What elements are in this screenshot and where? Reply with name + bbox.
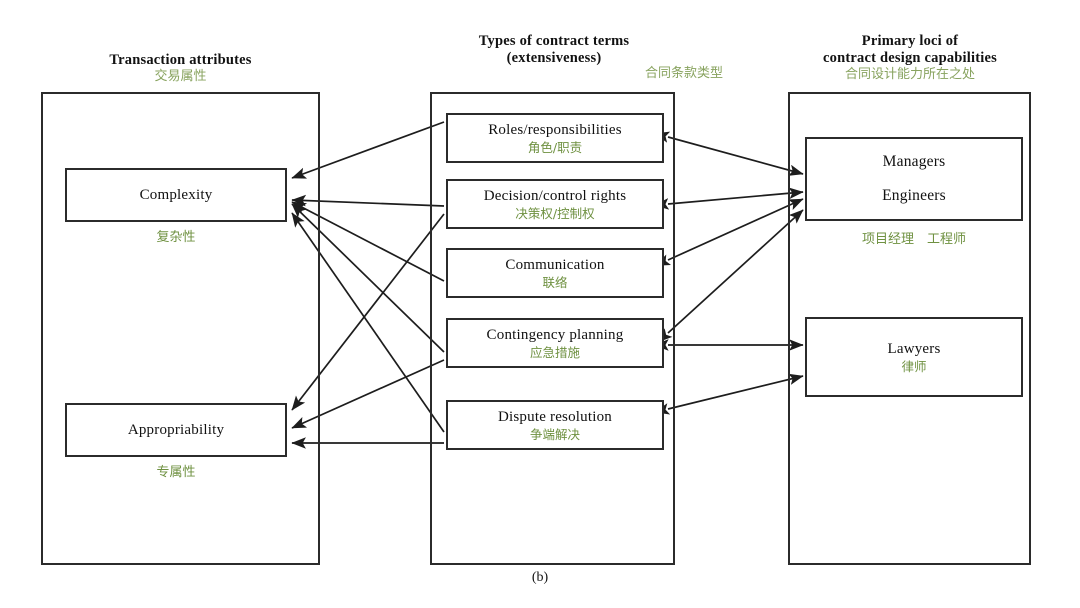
- contract-terms-header: Types of contract terms (extensiveness): [404, 33, 704, 67]
- transaction-attributes-header: Transaction attributes 交易属性: [41, 52, 320, 85]
- contract-terms-header-en-line2: (extensiveness): [506, 50, 602, 66]
- node-complexity[interactable]: Complexity: [65, 168, 287, 222]
- design-capabilities-header-zh: 合同设计能力所在之处: [844, 67, 975, 82]
- node-contingency-planning-label-zh: 应急措施: [529, 344, 580, 360]
- node-communication-label-zh: 联络: [542, 274, 568, 290]
- node-managers-label-en: Managers: [882, 153, 946, 170]
- node-appropriability-label-zh: 专属性: [156, 465, 196, 480]
- design-capabilities-header: Primary loci of contract design capabili…: [780, 33, 1040, 83]
- node-communication-label-en: Communication: [505, 256, 605, 273]
- transaction-attributes-header-zh: 交易属性: [154, 69, 207, 84]
- arrow-roles-managers: [654, 131, 804, 176]
- node-decision-control-rights-label-zh: 决策权/控制权: [515, 205, 595, 221]
- arrow-communication-to-complexity: [291, 201, 445, 282]
- contract-terms-header-en-line1: Types of contract terms: [478, 33, 630, 49]
- node-complexity-label-en: Complexity: [139, 186, 213, 203]
- node-lawyers-label-en: Lawyers: [887, 340, 941, 357]
- arrow-contingency-managers: [657, 209, 804, 343]
- node-complexity-label-zh: 复杂性: [156, 230, 196, 245]
- design-capabilities-header-en-line1: Primary loci of: [861, 33, 959, 49]
- node-managers-engineers[interactable]: Managers Engineers: [805, 137, 1023, 221]
- node-decision-control-rights-label-en: Decision/control rights: [483, 187, 627, 204]
- node-dispute-resolution-label-zh: 争端解决: [529, 426, 580, 442]
- node-roles-responsibilities-label-en: Roles/responsibilities: [488, 121, 622, 138]
- node-appropriability-label-en: Appropriability: [127, 421, 225, 438]
- arrow-decision-managers: [654, 187, 804, 210]
- node-communication[interactable]: Communication 联络: [446, 248, 664, 298]
- arrow-dispute-to-complexity: [291, 212, 445, 433]
- node-roles-responsibilities[interactable]: Roles/responsibilities 角色/职责: [446, 113, 664, 163]
- node-lawyers-label-zh: 律师: [901, 358, 927, 374]
- node-dispute-resolution[interactable]: Dispute resolution 争端解决: [446, 400, 664, 450]
- node-decision-control-rights[interactable]: Decision/control rights 决策权/控制权: [446, 179, 664, 229]
- node-managers-engineers-label-zh: 项目经理 工程师: [861, 232, 966, 247]
- transaction-attributes-container: [41, 92, 320, 565]
- node-contingency-planning[interactable]: Contingency planning 应急措施: [446, 318, 664, 368]
- node-contingency-planning-label-en: Contingency planning: [486, 326, 624, 343]
- contract-terms-header-zh: 合同条款类型: [645, 66, 724, 81]
- arrow-contingency-to-complexity: [291, 203, 445, 353]
- arrow-decision-to-complexity: [291, 194, 445, 207]
- design-capabilities-header-en-line2: contract design capabilities: [823, 50, 997, 66]
- arrow-decision-to-appropriability: [291, 213, 445, 411]
- arrow-contingency-to-appropriability: [291, 359, 445, 429]
- figure-caption: (b): [531, 570, 549, 585]
- node-dispute-resolution-label-en: Dispute resolution: [497, 408, 612, 425]
- transaction-attributes-header-en: Transaction attributes: [109, 52, 252, 68]
- arrow-dispute-lawyers: [654, 373, 804, 415]
- node-roles-responsibilities-label-zh: 角色/职责: [527, 139, 583, 155]
- arrow-roles-to-complexity: [291, 121, 445, 179]
- node-lawyers[interactable]: Lawyers 律师: [805, 317, 1023, 397]
- node-engineers-label-en: Engineers: [882, 187, 946, 204]
- node-appropriability[interactable]: Appropriability: [65, 403, 287, 457]
